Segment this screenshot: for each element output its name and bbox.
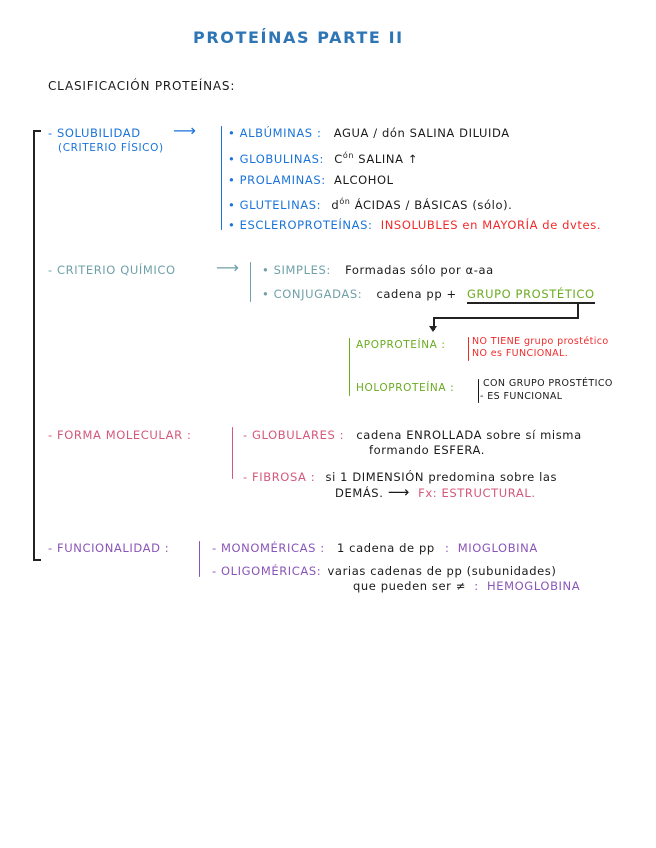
connector-line bbox=[577, 304, 579, 318]
page-title: PROTEÍNAS PARTE II bbox=[193, 28, 404, 47]
funcionalidad-item: - MONOMÉRICAS : 1 cadena de pp : MIOGLOB… bbox=[212, 541, 538, 555]
apoproteina-line2: NO es FUNCIONAL. bbox=[472, 348, 569, 359]
item-desc: INSOLUBLES en MAYORÍA de dvtes. bbox=[380, 218, 602, 232]
solubilidad-item: • GLUTELINAS: dón ÁCIDAS / BÁSICAS (sólo… bbox=[228, 197, 513, 212]
item-term: • ALBÚMINAS : bbox=[228, 126, 322, 140]
quimico-item: • SIMPLES: Formadas sólo por α-aa bbox=[262, 263, 494, 277]
solubilidad-item: • PROLAMINAS: ALCOHOL bbox=[228, 173, 394, 187]
item-desc: si 1 DIMENSIÓN predomina sobre las bbox=[325, 470, 558, 484]
connector-line bbox=[433, 317, 435, 330]
section-subtitle: CLASIFICACIÓN PROTEÍNAS: bbox=[48, 79, 236, 93]
item-desc: Formadas sólo por α-aa bbox=[345, 263, 494, 277]
arrow-right-icon: ⟶ bbox=[173, 121, 197, 140]
item-desc: AGUA / dón SALINA DILUIDA bbox=[333, 126, 510, 140]
solubilidad-item: • ESCLEROPROTEÍNAS: INSOLUBLES en MAYORÍ… bbox=[228, 218, 601, 232]
solubilidad-label: - SOLUBILIDAD bbox=[48, 126, 141, 140]
apoproteina-line1: NO TIENE grupo prostético bbox=[472, 336, 609, 347]
item-term: • GLOBULINAS: bbox=[228, 152, 324, 166]
item-desc: ÁCIDAS / BÁSICAS (sólo). bbox=[350, 198, 513, 212]
item-example: MIOGLOBINA bbox=[457, 541, 538, 555]
forma-label: - FORMA MOLECULAR : bbox=[48, 428, 192, 442]
forma-item: - GLOBULARES : cadena ENROLLADA sobre sí… bbox=[243, 428, 582, 442]
solubilidad-item: • ALBÚMINAS : AGUA / dón SALINA DILUIDA bbox=[228, 126, 510, 140]
item-desc: varias cadenas de pp (subunidades) bbox=[327, 564, 557, 578]
apoproteina-term: APOPROTEÍNA : bbox=[356, 339, 446, 351]
item-term: - OLIGOMÉRICAS: bbox=[212, 564, 322, 578]
item-desc: 1 cadena de pp bbox=[337, 541, 435, 555]
funcionalidad-label: - FUNCIONALIDAD : bbox=[48, 541, 170, 555]
item-term: • CONJUGADAS: bbox=[262, 287, 363, 301]
item-term: - FIBROSA : bbox=[243, 470, 316, 484]
item-term: • SIMPLES: bbox=[262, 263, 331, 277]
arrow-right-icon: ⟶ bbox=[387, 483, 410, 501]
item-example: HEMOGLOBINA bbox=[487, 579, 581, 593]
forma-brace bbox=[232, 427, 233, 479]
item-desc: cadena pp + bbox=[376, 287, 457, 301]
apoproteina-brace bbox=[468, 337, 469, 361]
holoproteina-brace bbox=[478, 379, 479, 403]
arrow-right-icon: ⟶ bbox=[216, 258, 240, 277]
quimico-item: • CONJUGADAS: cadena pp + GRUPO PROSTÉTI… bbox=[262, 287, 595, 304]
holoproteina-line2: - ES FUNCIONAL bbox=[480, 391, 563, 402]
quimico-label: - CRITERIO QUÍMICO bbox=[48, 263, 176, 277]
proteina-brace bbox=[349, 338, 350, 396]
forma-item-line2: DEMÁS. ⟶ Fx: ESTRUCTURAL. bbox=[335, 483, 536, 501]
item-desc: SALINA ↑ bbox=[354, 152, 419, 166]
forma-item: - FIBROSA : si 1 DIMENSIÓN predomina sob… bbox=[243, 470, 557, 484]
solubilidad-brace bbox=[221, 126, 222, 230]
forma-item-line2: formando ESFERA. bbox=[369, 443, 486, 457]
item-desc: cadena ENROLLADA sobre sí misma bbox=[356, 428, 582, 442]
connector-line bbox=[433, 317, 579, 319]
item-term: • PROLAMINAS: bbox=[228, 173, 326, 187]
quimico-brace bbox=[250, 262, 251, 302]
holoproteina-term: HOLOPROTEÍNA : bbox=[356, 382, 455, 394]
item-desc: ALCOHOL bbox=[333, 173, 394, 187]
grupo-prostetico-highlight: GRUPO PROSTÉTICO bbox=[466, 287, 595, 304]
funcionalidad-item-line2: que pueden ser ≠ : HEMOGLOBINA bbox=[353, 579, 581, 593]
item-term: - GLOBULARES : bbox=[243, 428, 345, 442]
classification-bracket bbox=[33, 130, 41, 561]
funcionalidad-brace bbox=[199, 541, 200, 577]
funcionalidad-item: - OLIGOMÉRICAS: varias cadenas de pp (su… bbox=[212, 564, 556, 578]
solubilidad-item: • GLOBULINAS: Cón SALINA ↑ bbox=[228, 151, 419, 166]
item-term: - MONOMÉRICAS : bbox=[212, 541, 325, 555]
arrow-down-icon bbox=[429, 326, 437, 332]
solubilidad-sublabel: (CRITERIO FÍSICO) bbox=[58, 142, 164, 154]
item-term: • GLUTELINAS: bbox=[228, 198, 322, 212]
holoproteina-line1: CON GRUPO PROSTÉTICO bbox=[483, 378, 613, 389]
item-term: • ESCLEROPROTEÍNAS: bbox=[228, 218, 373, 232]
